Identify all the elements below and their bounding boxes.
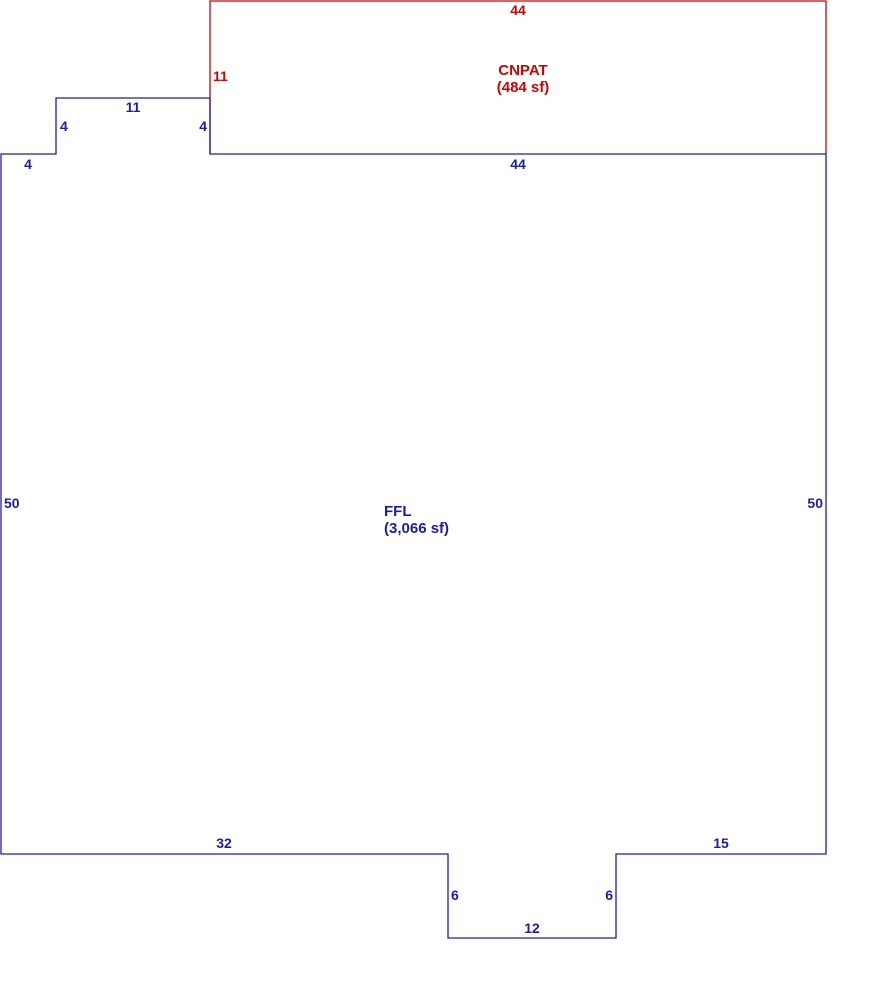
ffl-bottom-right-dimension: 15 — [713, 835, 729, 851]
notch-left-dimension: 6 — [451, 887, 459, 903]
ffl-bottom-left-dimension: 32 — [216, 835, 232, 851]
ffl-outline — [0, 97, 827, 939]
cnpat-left-dimension: 11 — [213, 68, 228, 84]
ffl-area-name: FFL — [384, 503, 412, 520]
cnpat-top-dimension: 44 — [510, 2, 526, 18]
ffl-left-dimension: 50 — [4, 495, 20, 511]
bump-left-dimension: 4 — [60, 118, 68, 134]
cnpat-area-name: CNPAT — [498, 62, 547, 79]
notch-bottom-dimension: 12 — [524, 920, 540, 936]
shared-top-dimension: 44 — [510, 156, 526, 172]
ffl-area-size: (3,066 sf) — [384, 520, 449, 537]
ffl-right-dimension: 50 — [807, 495, 823, 511]
notch-right-dimension: 6 — [605, 887, 613, 903]
cnpat-area-size: (484 sf) — [497, 79, 550, 96]
bump-right-dimension: 4 — [199, 118, 207, 134]
bump-top-dimension: 11 — [126, 99, 141, 115]
cnpat-outline — [209, 0, 827, 154]
ffl-top-left-dimension: 4 — [24, 156, 32, 172]
